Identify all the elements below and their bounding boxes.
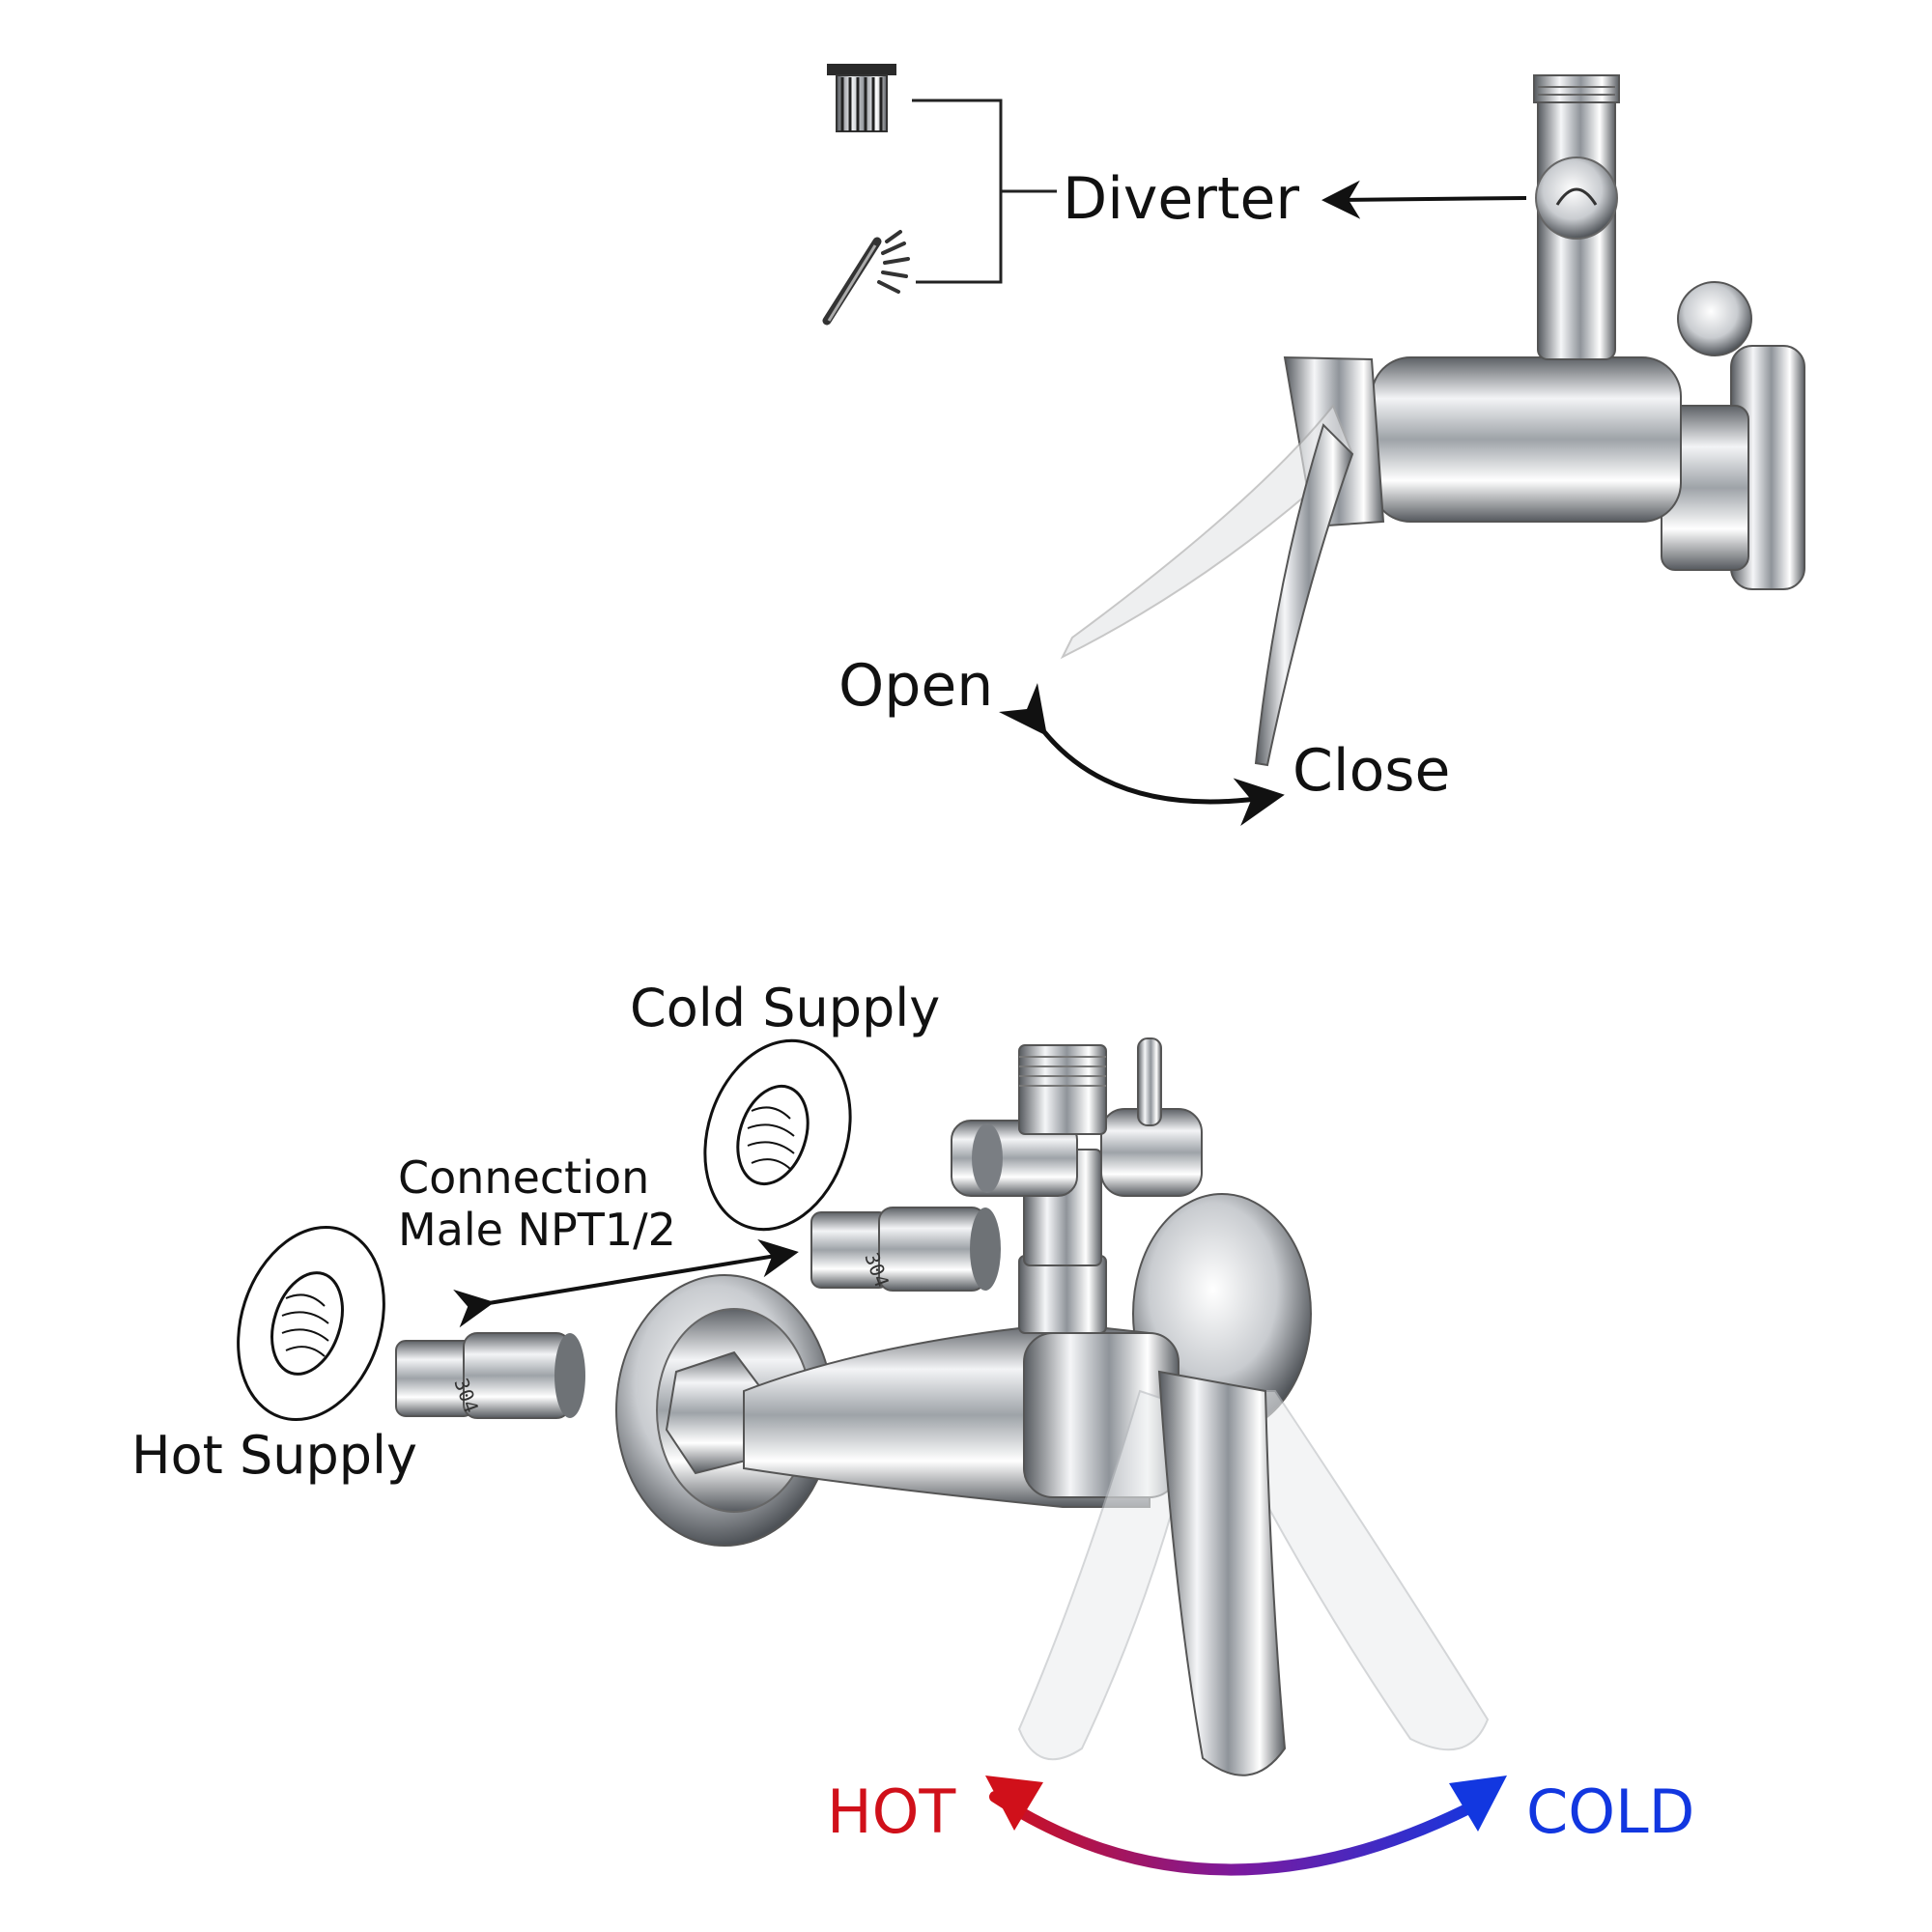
hot-arrowhead (985, 1776, 1043, 1831)
close-label: Close (1293, 737, 1451, 805)
hot-supply-label: Hot Supply (131, 1425, 417, 1486)
hot-cold-arrow (989, 1791, 1493, 1876)
faucet-front-view (615, 1037, 1490, 1776)
cold-label: COLD (1526, 1776, 1695, 1847)
rain-shower-head-icon (827, 64, 896, 132)
cold-eccentric-fitting: 304 (810, 1207, 1001, 1292)
diverter-arrow (1321, 180, 1527, 219)
hand-shower-icon (822, 230, 910, 326)
connection-spec-label: Male NPT1/2 (398, 1204, 676, 1256)
cold-supply-label: Cold Supply (630, 978, 941, 1038)
cold-supply-seal-icon (703, 1038, 852, 1232)
open-close-arrow (998, 683, 1285, 826)
connection-arrow (453, 1238, 799, 1328)
connection-label: Connection (398, 1151, 650, 1204)
open-label: Open (838, 652, 994, 720)
faucet-side-view (1060, 74, 1805, 767)
diverter-label: Diverter (1063, 165, 1300, 233)
hot-eccentric-fitting: 304 (395, 1332, 585, 1419)
cold-arrowhead (1449, 1776, 1507, 1832)
diverter-bracket (912, 99, 1057, 284)
hot-supply-seal-icon (237, 1225, 385, 1422)
hot-label: HOT (827, 1776, 956, 1847)
